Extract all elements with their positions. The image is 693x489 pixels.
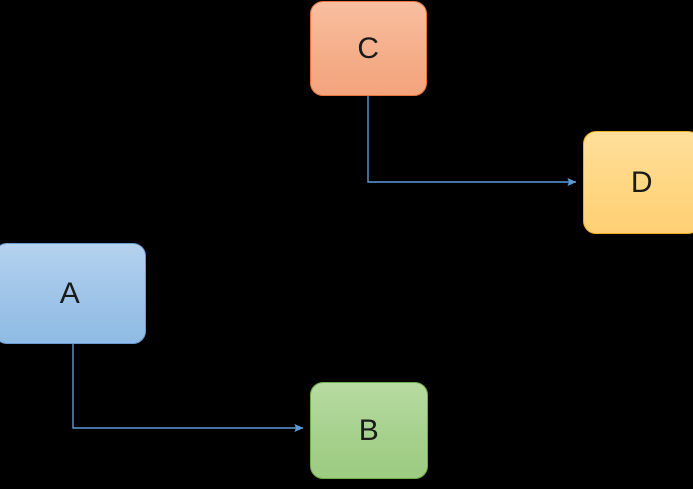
edge-c-to-d-path (367, 96, 577, 186)
edge-a-to-b (72, 344, 304, 432)
edge-c-to-d (367, 96, 577, 186)
node-c[interactable]: C (310, 1, 427, 96)
edge-a-to-b-path (72, 344, 304, 432)
node-a[interactable]: A (0, 243, 146, 344)
node-c-label: C (357, 31, 380, 65)
node-d[interactable]: D (583, 131, 693, 234)
node-b-label: B (358, 413, 380, 447)
node-a-label: A (59, 276, 81, 310)
node-b[interactable]: B (310, 382, 428, 479)
node-d-label: D (630, 165, 654, 199)
